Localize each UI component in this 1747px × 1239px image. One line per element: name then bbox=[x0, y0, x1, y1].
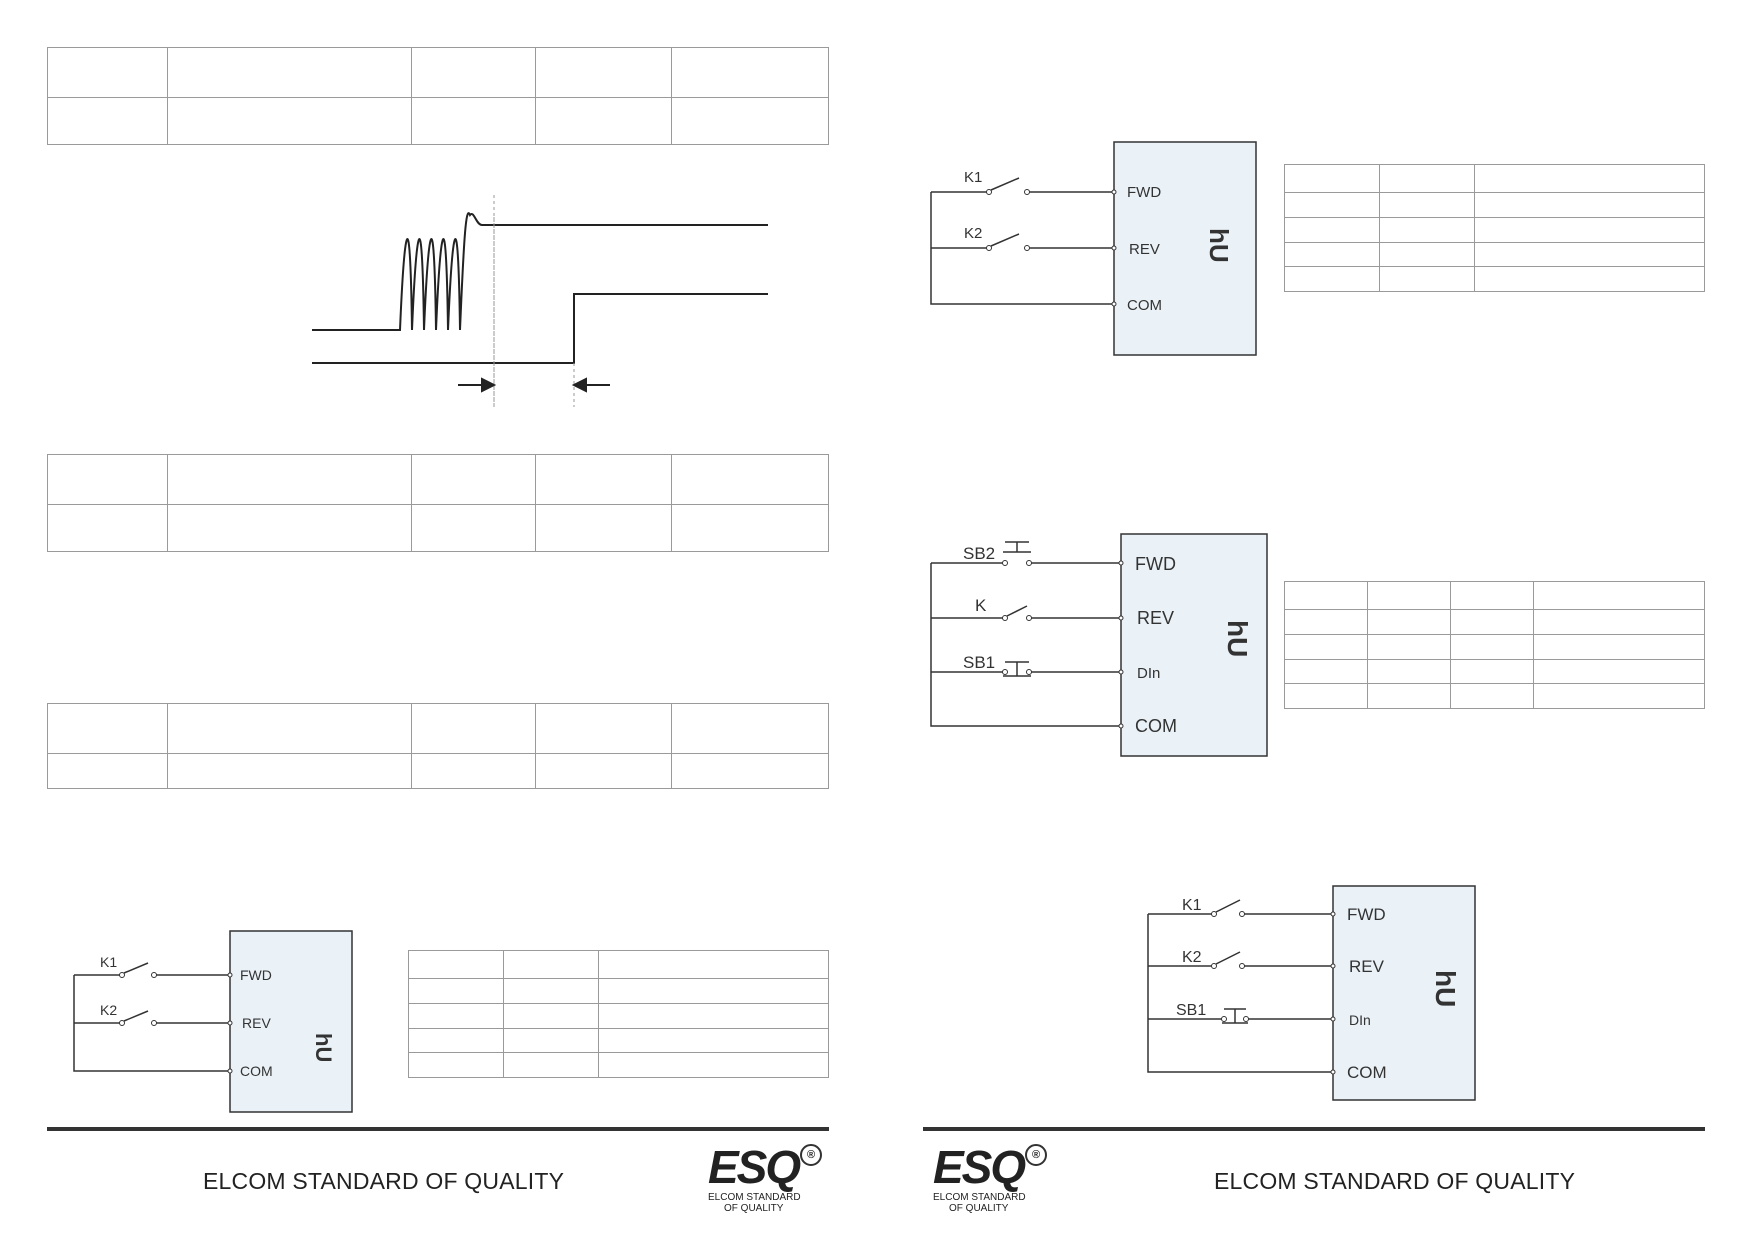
two-wire-diagram-right: K1 K2 FWD REV COM hU bbox=[930, 141, 1257, 356]
switch-label-k1: K1 bbox=[1182, 897, 1202, 914]
terminal-rev: REV bbox=[1349, 957, 1385, 976]
switch-label-k1: K1 bbox=[964, 169, 982, 186]
switch-label-k: K bbox=[975, 596, 987, 615]
esq-logo-left: ESQ ® ELCOM STANDARD OF QUALITY bbox=[708, 1142, 828, 1222]
device-label: hU bbox=[1204, 228, 1234, 263]
parameter-table-3 bbox=[47, 703, 829, 789]
switch-label-sb1: SB1 bbox=[963, 653, 995, 672]
terminal-rev: REV bbox=[242, 1015, 271, 1031]
device-label: hU bbox=[311, 1033, 336, 1062]
device-label: hU bbox=[1430, 970, 1461, 1007]
terminal-com: COM bbox=[1127, 297, 1162, 314]
terminal-rev: REV bbox=[1129, 241, 1160, 258]
terminal-com: COM bbox=[1347, 1063, 1387, 1082]
switch-label-k2: K2 bbox=[1182, 949, 1202, 966]
footer-text-right: ELCOM STANDARD OF QUALITY bbox=[1214, 1168, 1576, 1194]
terminal-din: DIn bbox=[1349, 1012, 1371, 1028]
device-label: hU bbox=[1222, 620, 1253, 657]
timing-waveform bbox=[312, 195, 768, 407]
settings-table-left bbox=[408, 950, 829, 1078]
parameter-table-1 bbox=[47, 47, 829, 145]
inverter-block bbox=[1120, 533, 1268, 757]
inverter-block bbox=[229, 930, 353, 1113]
footer-rule-right bbox=[923, 1127, 1705, 1131]
terminal-fwd: FWD bbox=[1347, 905, 1386, 924]
switch-label-k1: K1 bbox=[100, 954, 117, 970]
terminal-com: COM bbox=[240, 1063, 273, 1079]
terminal-fwd: FWD bbox=[1127, 184, 1161, 201]
terminal-fwd: FWD bbox=[1135, 554, 1176, 574]
two-wire-diagram-left: K1 K2 FWD REV COM hU bbox=[73, 930, 353, 1113]
terminal-com: COM bbox=[1135, 716, 1177, 736]
three-wire-diagram-b: K1 K2 SB1 FWD REV DIn COM hU bbox=[1147, 885, 1476, 1101]
settings-table-right-1 bbox=[1284, 164, 1705, 292]
footer-rule-left bbox=[47, 1127, 829, 1131]
filtered-signal-line bbox=[312, 293, 768, 364]
arrow-left-icon bbox=[571, 377, 610, 393]
terminal-fwd: FWD bbox=[240, 967, 272, 983]
switch-label-sb2: SB2 bbox=[963, 544, 995, 563]
settings-table-right-2 bbox=[1284, 581, 1705, 709]
terminal-din: DIn bbox=[1137, 665, 1160, 682]
bounce-signal-line bbox=[312, 212, 768, 331]
inverter-block bbox=[1332, 885, 1476, 1101]
switch-label-sb1: SB1 bbox=[1176, 1002, 1206, 1019]
footer-text-left: ELCOM STANDARD OF QUALITY bbox=[203, 1168, 565, 1194]
switch-label-k2: K2 bbox=[964, 225, 982, 242]
esq-logo-right: ESQ ® ELCOM STANDARD OF QUALITY bbox=[933, 1142, 1053, 1222]
parameter-table-2 bbox=[47, 454, 829, 552]
registered-mark-icon: ® bbox=[800, 1144, 822, 1166]
three-wire-diagram-a: SB2 K SB1 FWD REV DIn COM hU bbox=[930, 533, 1268, 757]
registered-mark-icon: ® bbox=[1025, 1144, 1047, 1166]
switch-label-k2: K2 bbox=[100, 1002, 117, 1018]
terminal-rev: REV bbox=[1137, 608, 1174, 628]
inverter-block bbox=[1113, 141, 1257, 356]
arrow-right-icon bbox=[458, 377, 497, 393]
